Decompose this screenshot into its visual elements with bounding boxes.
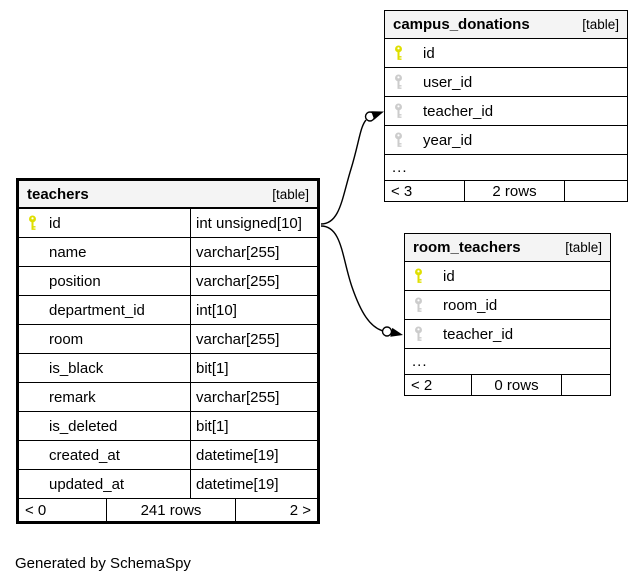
primary-key-icon — [29, 215, 36, 230]
column-name: teacher_id — [423, 102, 494, 120]
table-footer: < 2 0 rows — [405, 375, 610, 395]
table-header: campus_donations [table] — [385, 11, 627, 39]
column-type: bit[1] — [190, 354, 317, 382]
column-row-position: position varchar[255] — [19, 267, 317, 296]
table-header: teachers [table] — [19, 181, 317, 209]
foreign-key-icon — [395, 103, 402, 118]
column-row-id: id int unsigned[10] — [19, 209, 317, 238]
column-row-user_id: user_id — [385, 68, 627, 97]
column-type: varchar[255] — [190, 238, 317, 266]
column-row-teacher_id: teacher_id — [385, 97, 627, 126]
key-spacer — [27, 301, 38, 319]
key-spacer — [27, 243, 38, 261]
column-type: bit[1] — [190, 412, 317, 440]
table-node-campus_donations[interactable]: campus_donations [table] id — [384, 10, 628, 202]
column-row-department_id: department_id int[10] — [19, 296, 317, 325]
table-title[interactable]: campus_donations — [393, 16, 530, 33]
column-row-teacher_id: teacher_id — [405, 320, 610, 349]
column-name: name — [49, 243, 87, 261]
column-type: varchar[255] — [190, 267, 317, 295]
row-count: 241 rows — [107, 499, 236, 521]
arrowhead-campus_donations — [371, 111, 384, 120]
column-name: year_id — [423, 131, 473, 149]
foreign-key-icon — [415, 297, 422, 312]
edge-teachers-room_teachers — [320, 225, 384, 332]
column-name: room_id — [443, 296, 498, 314]
primary-key-icon — [415, 268, 422, 283]
column-name: created_at — [49, 446, 120, 464]
table-type-badge: [table] — [565, 240, 602, 255]
column-name: department_id — [49, 301, 145, 319]
parents-count: 2 > — [289, 501, 311, 519]
column-name: is_black — [49, 359, 104, 377]
column-type: int unsigned[10] — [190, 209, 317, 237]
column-row-room: room varchar[255] — [19, 325, 317, 354]
table-type-badge: [table] — [582, 17, 619, 32]
column-row-id: id — [405, 262, 610, 291]
more-columns-ellipsis: ... — [405, 349, 610, 375]
column-row-name: name varchar[255] — [19, 238, 317, 267]
children-count: < 0 — [19, 499, 107, 521]
column-name: remark — [49, 388, 96, 406]
children-count: < 3 — [385, 181, 465, 201]
arrowhead-room_teachers — [390, 327, 403, 337]
parents-count — [565, 181, 627, 201]
column-row-remark: remark varchar[255] — [19, 383, 317, 412]
foreign-key-icon — [395, 132, 402, 147]
column-row-room_id: room_id — [405, 291, 610, 320]
key-spacer — [27, 330, 38, 348]
foreign-key-icon — [395, 74, 402, 89]
key-spacer — [27, 272, 38, 290]
key-spacer — [27, 359, 38, 377]
column-row-is_black: is_black bit[1] — [19, 354, 317, 383]
table-type-badge: [table] — [272, 186, 309, 202]
generator-note: Generated by SchemaSpy — [15, 555, 191, 572]
table-node-room_teachers[interactable]: room_teachers [table] id — [404, 233, 611, 396]
column-type: varchar[255] — [190, 383, 317, 411]
column-name: user_id — [423, 73, 473, 91]
children-count: < 2 — [405, 375, 472, 395]
key-spacer — [27, 475, 38, 493]
table-header: room_teachers [table] — [405, 234, 610, 262]
table-node-teachers[interactable]: teachers [table] id int unsigned[10] nam… — [16, 178, 320, 524]
column-name: id — [49, 214, 61, 232]
table-title[interactable]: room_teachers — [413, 239, 521, 256]
table-footer: < 0 241 rows 2 > — [19, 499, 317, 521]
column-name: position — [49, 272, 101, 290]
more-columns-ellipsis: ... — [385, 155, 627, 181]
row-count: 2 rows — [465, 181, 565, 201]
column-row-is_deleted: is_deleted bit[1] — [19, 412, 317, 441]
key-spacer — [27, 388, 38, 406]
odot-terminator-room_teachers — [381, 326, 393, 337]
column-type: varchar[255] — [190, 325, 317, 353]
parents-count — [562, 375, 610, 395]
column-name: is_deleted — [49, 417, 118, 435]
key-spacer — [27, 417, 38, 435]
column-row-updated_at: updated_at datetime[19] — [19, 470, 317, 499]
edge-teachers-campus_donations — [320, 119, 367, 225]
column-name: teacher_id — [443, 325, 514, 343]
column-name: id — [423, 44, 435, 62]
table-footer: < 3 2 rows — [385, 181, 627, 201]
foreign-key-icon — [415, 326, 422, 341]
column-row-id: id — [385, 39, 627, 68]
odot-terminator-campus_donations — [364, 111, 376, 122]
column-row-year_id: year_id — [385, 126, 627, 155]
primary-key-icon — [395, 45, 402, 60]
column-name: id — [443, 267, 455, 285]
column-type: int[10] — [190, 296, 317, 324]
key-spacer — [27, 446, 38, 464]
column-name: room — [49, 330, 84, 348]
column-type: datetime[19] — [190, 441, 317, 469]
column-name: updated_at — [49, 475, 125, 493]
row-count: 0 rows — [472, 375, 562, 395]
table-title[interactable]: teachers — [27, 185, 89, 203]
column-type: datetime[19] — [190, 470, 317, 498]
column-row-created_at: created_at datetime[19] — [19, 441, 317, 470]
